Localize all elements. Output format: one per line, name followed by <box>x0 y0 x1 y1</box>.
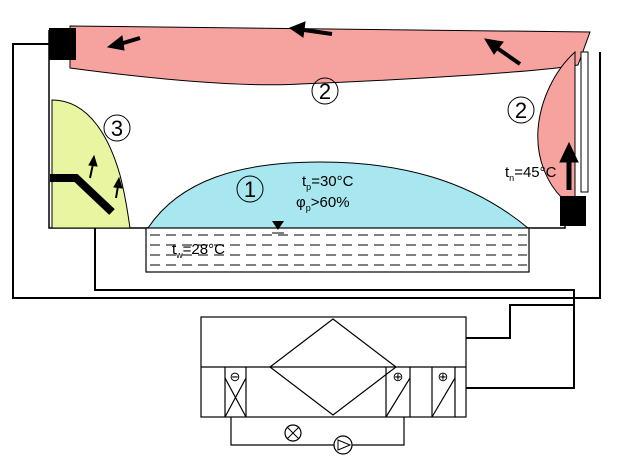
arrow-left-icon <box>288 21 333 38</box>
water-temp-label: tw=28°C <box>172 241 225 260</box>
pool-basin <box>145 227 530 273</box>
arrow-up-left-icon <box>484 38 522 66</box>
air-handling-unit <box>200 316 467 446</box>
heating-coil-symbol: ⊕ <box>393 369 404 384</box>
reheat-coil-symbol: ⊕ <box>438 369 449 384</box>
top-air-zone <box>69 25 591 86</box>
zone-2-top-number: 2 <box>319 79 331 104</box>
arrow-up-small-icon <box>88 154 98 179</box>
arrow-left-icon <box>106 35 141 51</box>
supply-duct-right <box>466 304 574 339</box>
window-strip <box>580 51 589 193</box>
supply-inlet-box <box>560 196 586 226</box>
zone-3-marker: 3 <box>103 114 131 142</box>
supply-air-temp-label: tn=45°C <box>505 164 557 183</box>
arrow-up-small-icon <box>113 176 123 199</box>
air-flow-arrows <box>88 21 579 199</box>
pool-air-temp-label: tp=30°C <box>302 173 354 192</box>
return-duct-inner <box>94 205 575 389</box>
exhaust-duct-left <box>12 43 601 299</box>
heat-exchanger <box>269 318 397 416</box>
air-deflector <box>50 174 115 215</box>
exhaust-outlet-box <box>49 28 76 60</box>
zone-1-marker: 1 <box>236 175 264 203</box>
zone-2-right-marker: 2 <box>507 96 535 124</box>
valve-x-icon <box>284 424 302 442</box>
zone-1-number: 1 <box>244 177 256 202</box>
pool-humidity-label: φp>60% <box>296 194 350 213</box>
zone-3-number: 3 <box>111 116 123 141</box>
water-level-icon <box>272 221 284 234</box>
zone-2-right-number: 2 <box>515 98 527 123</box>
compressor-icon <box>333 435 353 455</box>
duct-lines <box>12 43 601 389</box>
zone-2-top-marker: 2 <box>311 77 339 105</box>
arrow-up-icon <box>559 141 579 190</box>
cooling-coil-symbol: ⊖ <box>230 369 241 384</box>
